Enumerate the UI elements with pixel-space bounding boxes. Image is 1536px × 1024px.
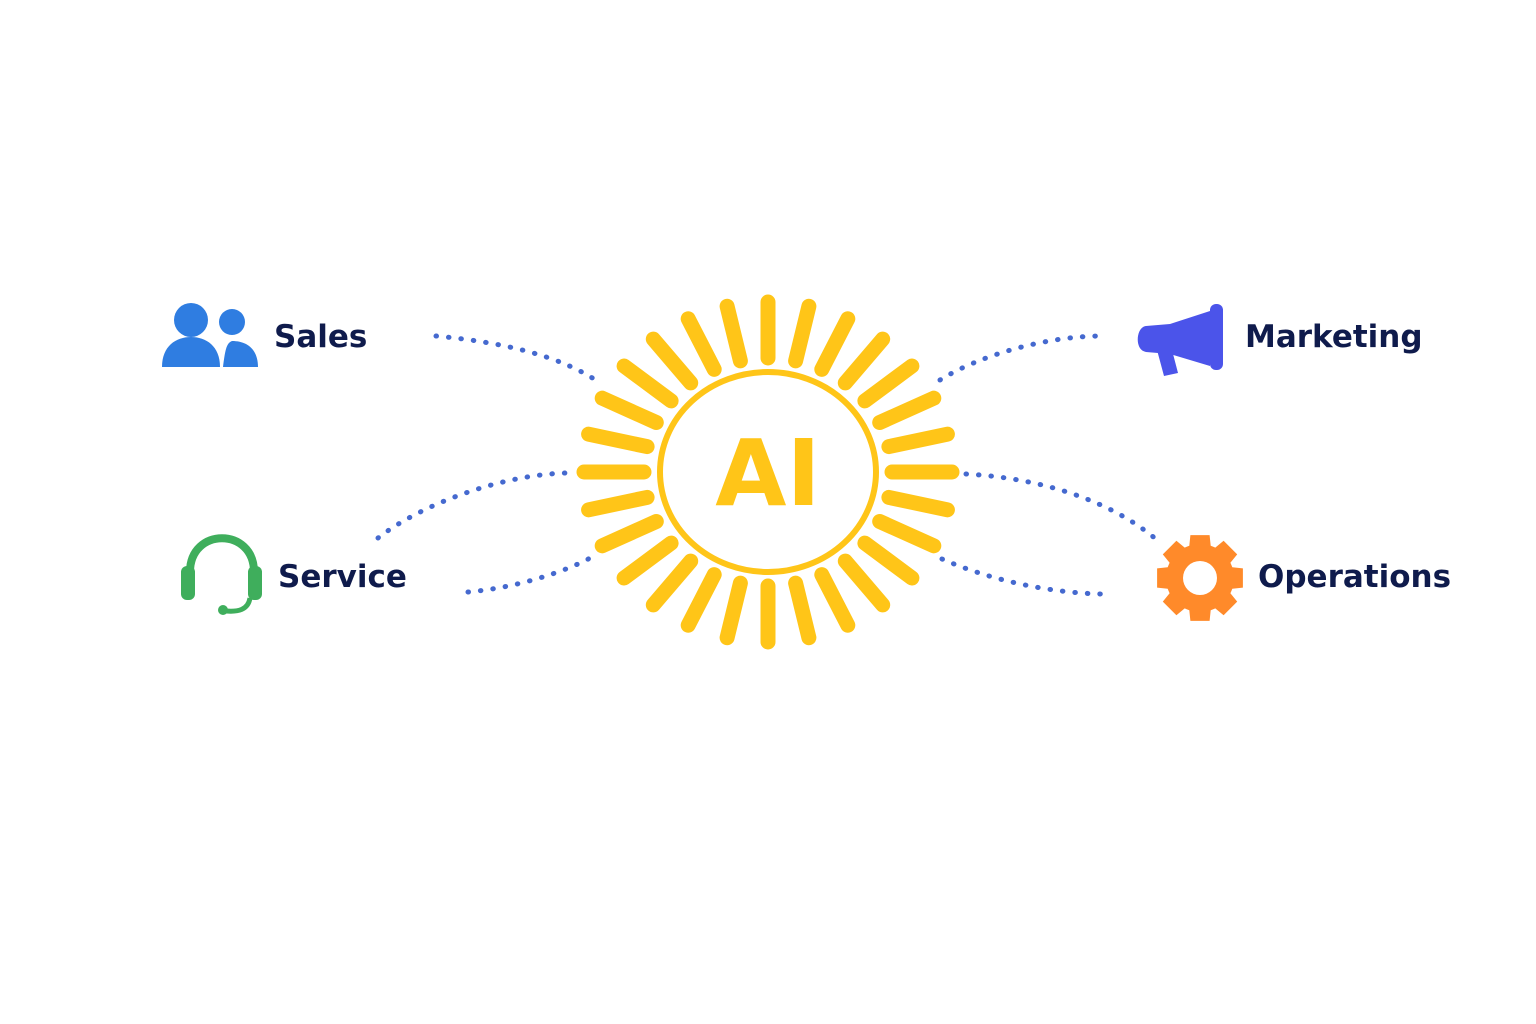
- sun-ray: [814, 567, 856, 633]
- node-label-marketing: Marketing: [1245, 319, 1423, 355]
- sun-ray: [872, 390, 942, 430]
- gear-icon: [1157, 535, 1243, 621]
- sun-ray: [616, 358, 679, 409]
- connector-operations-upper: [963, 471, 1160, 543]
- headset-icon: [181, 534, 262, 615]
- connector-operations-lower: [939, 556, 1105, 597]
- sun-ray: [857, 358, 920, 409]
- ai-label: AI: [715, 420, 820, 527]
- sun-ray: [581, 489, 655, 518]
- node-service[interactable]: Service: [181, 534, 407, 615]
- node-operations[interactable]: Operations: [1157, 535, 1451, 621]
- sun-ray: [814, 311, 856, 377]
- sun-ray: [788, 298, 817, 369]
- sun-ray: [594, 390, 664, 430]
- sun-ray: [581, 426, 655, 455]
- sun-ray: [645, 331, 699, 391]
- connector-service-lower: [465, 554, 595, 595]
- sun-ray: [719, 575, 748, 646]
- sun-ray: [645, 553, 699, 613]
- sun-ray: [837, 553, 891, 613]
- ai-core-ring: [657, 369, 879, 575]
- sun-ray: [837, 331, 891, 391]
- megaphone-icon: [1137, 304, 1223, 376]
- sun-ray: [719, 298, 748, 369]
- sun-ray: [881, 426, 955, 455]
- sun-icon: [576, 294, 960, 650]
- sun-ray: [680, 311, 722, 377]
- node-label-sales: Sales: [274, 319, 367, 355]
- sun-ray: [857, 535, 920, 586]
- sun-ray: [788, 575, 817, 646]
- sun-ray: [680, 567, 722, 633]
- connectors: [375, 333, 1160, 597]
- node-sales[interactable]: Sales: [162, 303, 367, 367]
- node-label-service: Service: [278, 559, 407, 595]
- sun-ray: [594, 514, 664, 554]
- sun-ray: [881, 489, 955, 518]
- sun-ray: [872, 514, 942, 554]
- connector-service-upper: [375, 470, 569, 541]
- users-icon: [162, 303, 258, 367]
- connector-marketing: [937, 333, 1101, 383]
- sun-ray: [616, 535, 679, 586]
- ai-sun: AI: [576, 294, 960, 650]
- node-label-operations: Operations: [1258, 559, 1451, 595]
- node-marketing[interactable]: Marketing: [1137, 304, 1423, 376]
- connector-sales: [433, 333, 603, 386]
